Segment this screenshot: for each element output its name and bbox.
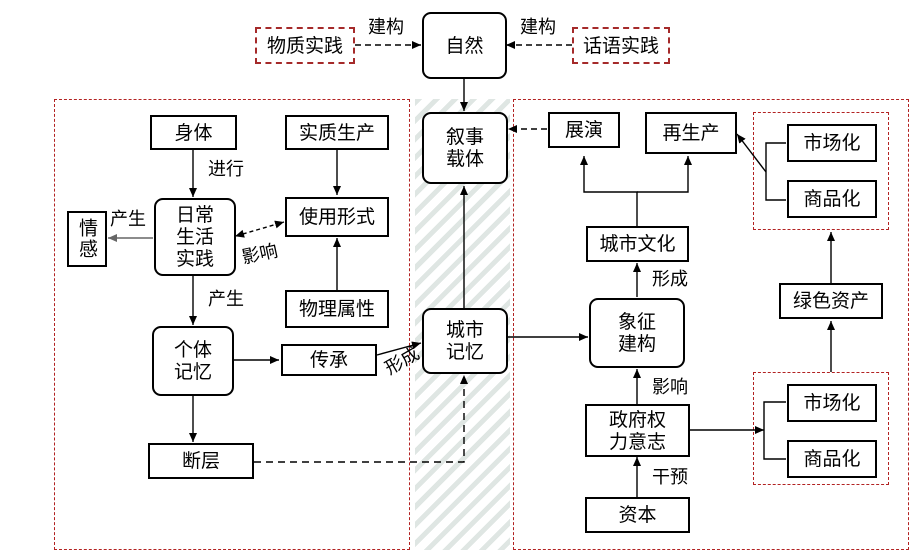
green-asset-node: 绿色资产 [779, 283, 883, 319]
government-will-text: 政府权力意志 [608, 408, 666, 453]
city-memory-text: 城市记忆 [445, 319, 484, 363]
government-will-node: 政府权力意志 [585, 404, 690, 457]
right-region-frame [513, 99, 909, 550]
daily-life-practice-node: 日常生活实践 [154, 198, 236, 276]
top-right-group-frame [753, 112, 889, 230]
inheritance-node: 传承 [281, 344, 377, 376]
arrow-culture-to-reproduction [637, 156, 692, 193]
narrative-carrier-node: 叙事载体 [422, 112, 508, 184]
use-form-node: 使用形式 [285, 197, 389, 237]
emotion-text: 情感 [76, 218, 98, 260]
reproduction-node: 再生产 [645, 112, 737, 154]
material-practice-node: 物质实践 [255, 27, 355, 64]
discourse-practice-node: 话语实践 [572, 27, 670, 64]
material-production-node: 实质生产 [285, 115, 389, 150]
nature-node: 自然 [422, 12, 507, 79]
symbolic-construction-node: 象征建构 [589, 298, 685, 368]
arrow-bracket-to-reproduction [736, 133, 767, 173]
produce-memory-label: 产生 [208, 289, 244, 310]
left-region-frame [54, 99, 410, 550]
body-node: 身体 [150, 115, 237, 150]
arrow-topgroup-to-reproduction [765, 142, 786, 201]
individual-memory-node: 个体记忆 [152, 326, 234, 396]
city-memory-node: 城市记忆 [422, 308, 508, 374]
marketization-bottom-node: 市场化 [787, 384, 877, 422]
form-culture-label: 形成 [652, 269, 688, 290]
exhibition-node: 展演 [548, 112, 620, 148]
construct-left-label: 建构 [368, 17, 404, 38]
produce-emotion-label: 产生 [110, 209, 146, 230]
construct-right-label: 建构 [520, 17, 556, 38]
daily-life-practice-text: 日常生活实践 [175, 204, 214, 270]
bottom-right-group-frame [753, 372, 889, 485]
conduct-label: 进行 [208, 159, 244, 180]
emotion-node: 情感 [67, 211, 107, 267]
individual-memory-text: 个体记忆 [173, 339, 212, 383]
commercialization-bottom-node: 商品化 [787, 440, 877, 478]
commercialization-top-node: 商品化 [787, 180, 877, 218]
narrative-carrier-text: 叙事载体 [445, 126, 484, 170]
physical-attribute-node: 物理属性 [285, 290, 389, 328]
influence-symbol-label: 影响 [652, 377, 688, 398]
arrow-fault-to-citymemory [254, 375, 468, 463]
fault-node: 断层 [148, 443, 254, 479]
capital-node: 资本 [585, 497, 690, 533]
arrow-inheritance-to-citymemory [376, 341, 422, 356]
arrow-culture-to-exhibition [580, 156, 638, 226]
symbolic-construction-text: 象征建构 [617, 311, 656, 355]
intervene-label: 干预 [652, 467, 688, 488]
bracket-bottomgroup [763, 401, 786, 460]
arrow-daily-useform-both [235, 220, 285, 238]
city-culture-node: 城市文化 [586, 226, 689, 262]
marketization-top-node: 市场化 [787, 124, 877, 162]
